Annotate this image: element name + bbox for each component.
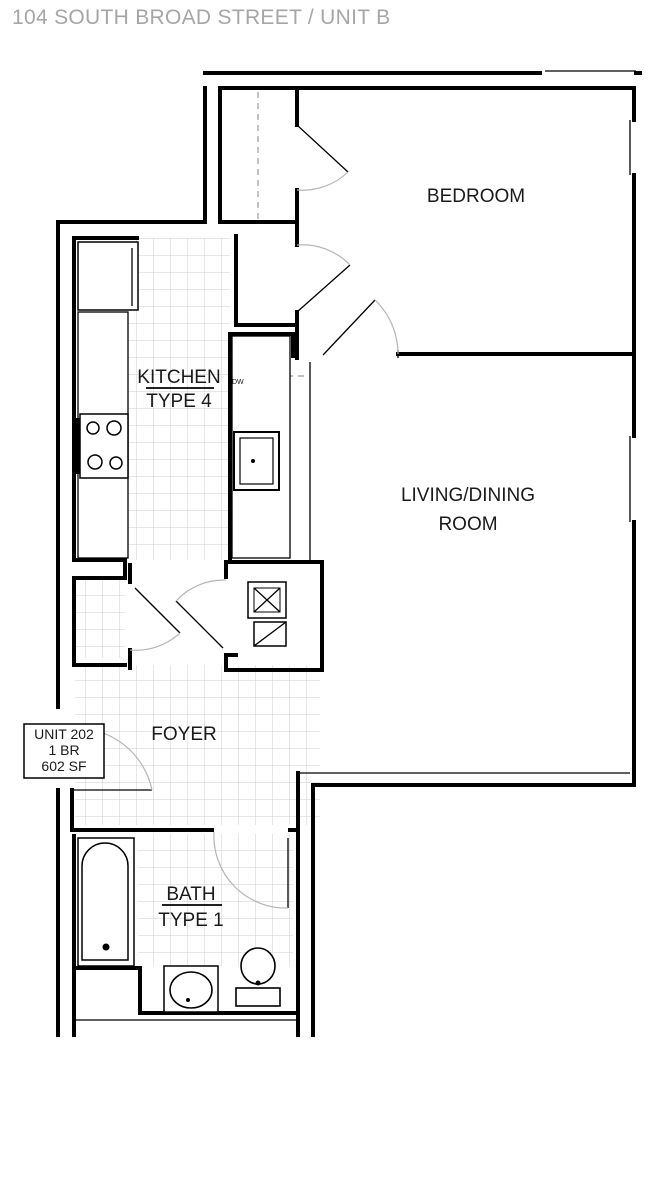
bath-label: BATH bbox=[166, 884, 215, 905]
kitchen-type-label: TYPE 4 bbox=[146, 391, 212, 412]
kitchen-sink bbox=[233, 431, 280, 491]
refrigerator bbox=[77, 241, 139, 311]
walls bbox=[56, 86, 636, 1037]
mech-closet-door bbox=[175, 579, 227, 649]
bath-vanity-sink bbox=[163, 965, 219, 1013]
unit-number-label: UNIT 202 bbox=[34, 726, 94, 742]
toilet bbox=[235, 947, 281, 1007]
bath-door bbox=[213, 831, 289, 909]
closet-door-1 bbox=[296, 244, 351, 313]
water-heater bbox=[253, 621, 287, 647]
stove-range bbox=[76, 413, 129, 479]
bath-type-label: TYPE 1 bbox=[158, 910, 223, 931]
top-exterior-edge bbox=[203, 70, 642, 75]
foyer-label: FOYER bbox=[151, 724, 216, 745]
furnace-unit bbox=[247, 581, 287, 619]
living-room-label: ROOM bbox=[438, 514, 497, 535]
kitchen-label: KITCHEN bbox=[137, 367, 220, 388]
living-label: LIVING/DINING bbox=[401, 485, 535, 506]
bedroom-label: BEDROOM bbox=[427, 186, 525, 207]
unit-area-label: 602 SF bbox=[41, 758, 86, 774]
closet-tile-floor bbox=[75, 578, 125, 658]
foyer-tile-floor bbox=[75, 665, 320, 825]
bath-tile-floor bbox=[138, 834, 293, 966]
hall-closet-door bbox=[296, 124, 349, 191]
kitchen-tile-floor bbox=[128, 238, 230, 560]
dishwasher-label: DW bbox=[232, 379, 244, 386]
foyer-closet-door bbox=[129, 587, 181, 651]
unit-bedrooms-label: 1 BR bbox=[48, 742, 79, 758]
plan-title: 104 SOUTH BROAD STREET / UNIT B bbox=[12, 6, 391, 29]
bathtub bbox=[77, 837, 135, 967]
unit-tag-box bbox=[23, 723, 105, 779]
bedroom-door bbox=[322, 299, 399, 356]
